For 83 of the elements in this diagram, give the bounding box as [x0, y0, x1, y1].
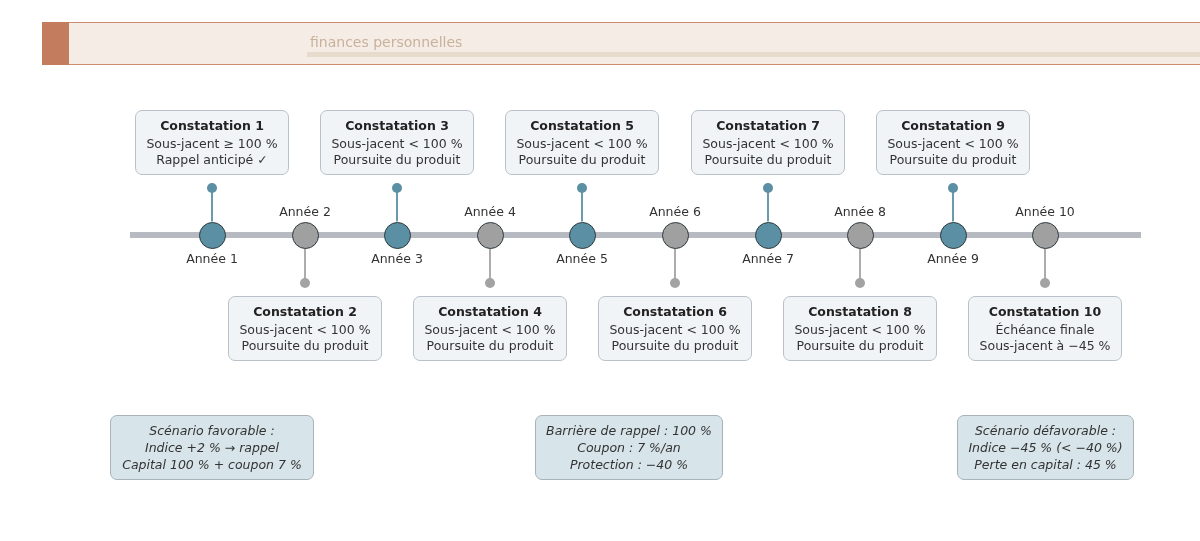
callout-text: Sous-jacent < 100 %	[516, 136, 648, 152]
callout-text: Sous-jacent ≥ 100 %	[146, 136, 278, 152]
callout-title: Constatation 6	[623, 303, 727, 320]
callout-box	[968, 296, 1122, 361]
callout-text: Rappel anticipé ✓	[156, 152, 268, 168]
pin-connector	[855, 247, 865, 288]
pin-connector	[207, 183, 217, 223]
callout-text: Sous-jacent < 100 %	[887, 136, 1019, 152]
milestone-circle	[476, 221, 504, 249]
callout-box	[876, 110, 1030, 175]
milestone-circle	[198, 221, 226, 249]
callout-title: Constatation 3	[345, 117, 449, 134]
pin-connector	[485, 247, 495, 288]
year-label: Année 1	[186, 251, 238, 266]
pin-connector	[763, 183, 773, 223]
note-text: Coupon : 7 %/an	[577, 439, 681, 456]
note-text: Indice +2 % → rappel	[144, 439, 280, 456]
note-box	[110, 415, 314, 480]
note-text: Capital 100 % + coupon 7 %	[122, 456, 302, 473]
callout-title: Constatation 8	[808, 303, 912, 320]
callout-title: Constatation 1	[160, 117, 264, 134]
year-label: Année 5	[556, 251, 608, 266]
year-label: Année 7	[742, 251, 794, 266]
pin-connector	[670, 247, 680, 288]
callout-text: Poursuite du produit	[704, 152, 832, 168]
year-label: Année 3	[371, 251, 423, 266]
callout-box	[505, 110, 659, 175]
callout-text: Poursuite du produit	[333, 152, 461, 168]
callout-text: Sous-jacent < 100 %	[609, 322, 741, 338]
callout-text: Sous-jacent < 100 %	[702, 136, 834, 152]
milestone-circle	[939, 221, 967, 249]
callout-box	[320, 110, 474, 175]
milestone-circle	[383, 221, 411, 249]
callout-text: Poursuite du produit	[518, 152, 646, 168]
note-box	[957, 415, 1134, 480]
callout-title: Constatation 2	[253, 303, 357, 320]
callout-box	[135, 110, 289, 175]
callout-box	[598, 296, 752, 361]
year-label: Année 2	[279, 204, 331, 219]
milestone-circle	[661, 221, 689, 249]
callout-text: Sous-jacent < 100 %	[331, 136, 463, 152]
year-label: Année 6	[649, 204, 701, 219]
callout-text: Échéance finale	[995, 322, 1095, 338]
year-label: Année 10	[1015, 204, 1075, 219]
note-text: Scénario favorable :	[149, 422, 275, 439]
note-text: Scénario défavorable :	[974, 422, 1117, 439]
pin-connector	[300, 247, 310, 288]
pin-connector	[577, 183, 587, 223]
pin-connector	[1040, 247, 1050, 288]
note-text: Indice −45 % (< −40 %)	[968, 439, 1123, 456]
callout-title: Constatation 5	[530, 117, 634, 134]
callout-title: Constatation 7	[716, 117, 820, 134]
callout-text: Sous-jacent < 100 %	[239, 322, 371, 338]
milestone-circle	[1031, 221, 1059, 249]
year-label: Année 4	[464, 204, 516, 219]
callout-box	[413, 296, 567, 361]
callout-box	[691, 110, 845, 175]
milestone-circle	[568, 221, 596, 249]
category-label: finances personnelles	[310, 33, 463, 51]
callout-title: Constatation 9	[901, 117, 1005, 134]
callout-box	[783, 296, 937, 361]
callout-text: Poursuite du produit	[611, 338, 739, 354]
callout-text: Poursuite du produit	[241, 338, 369, 354]
callout-text: Sous-jacent à −45 %	[979, 338, 1111, 354]
year-label: Année 9	[927, 251, 979, 266]
callout-text: Poursuite du produit	[889, 152, 1017, 168]
note-text: Perte en capital : 45 %	[974, 456, 1117, 473]
callout-text: Sous-jacent < 100 %	[794, 322, 926, 338]
milestone-circle	[291, 221, 319, 249]
callout-title: Constatation 4	[438, 303, 542, 320]
note-box	[535, 415, 723, 480]
callout-text: Sous-jacent < 100 %	[424, 322, 556, 338]
callout-text: Poursuite du produit	[426, 338, 554, 354]
milestone-circle	[754, 221, 782, 249]
note-text: Barrière de rappel : 100 %	[546, 422, 712, 439]
pin-connector	[392, 183, 402, 223]
callout-box	[228, 296, 382, 361]
callout-title: Constatation 10	[988, 303, 1102, 320]
note-text: Protection : −40 %	[569, 456, 689, 473]
pin-connector	[948, 183, 958, 223]
year-label: Année 8	[834, 204, 886, 219]
milestone-circle	[846, 221, 874, 249]
callout-text: Poursuite du produit	[796, 338, 924, 354]
